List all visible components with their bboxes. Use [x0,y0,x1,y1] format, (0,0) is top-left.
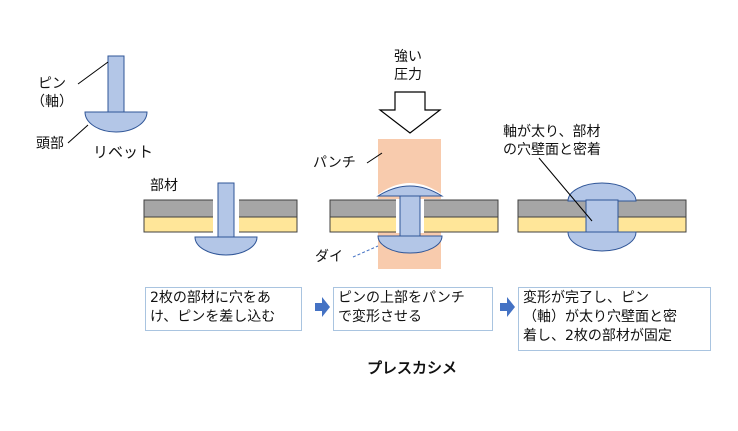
step-3-line-2: （軸）が太り穴壁面と密 [523,309,677,325]
rivet-head [194,236,258,256]
note-leader-line [538,157,593,222]
head-leader-line [67,124,89,144]
step-arrow-2 [500,297,515,317]
step-3-line-3: 着し、2枚の部材が固定 [523,328,672,344]
step-box-2: ピンの上部をパンチ で変形させる [333,287,493,331]
step-1-line-2: け、ピンを差し込む [150,309,276,325]
pin-leader-line [77,61,109,85]
note-line1: 軸が太り、部材 [503,124,601,140]
panel-punch [329,91,499,269]
punch-label: パンチ [313,155,356,171]
step-box-1: 2枚の部材に穴をあ け、ピンを差し込む [145,287,302,331]
rivet-shaft-expanded [585,199,619,234]
panel-insert [143,182,298,256]
panel-complete [517,157,687,252]
diagram-title: プレスカシメ [367,359,458,377]
rivet-lower-dome [567,231,637,252]
rivet-upper-deformed [376,185,444,197]
step-arrow-1 [315,297,330,317]
strong-pressure-line2: 圧力 [394,67,422,83]
rivet-standalone [67,55,148,144]
rivet-shaft [217,182,235,238]
rivet-shaft [399,195,421,237]
step-2-line-1: ピンの上部をパンチ [338,290,465,306]
die-label: ダイ [315,249,343,265]
strong-pressure-line1: 強い [394,49,422,65]
note-line2: の穴壁面と密着 [503,142,601,158]
shaft-label: （軸） [31,94,73,110]
step-2-line-2: で変形させる [338,309,422,325]
step-3-line-1: 変形が完了し、ピン [523,290,649,306]
rivet-shaft [107,55,125,113]
rivet-head [377,235,443,254]
head-label: 頭部 [36,136,64,152]
step-box-3: 変形が完了し、ピン （軸）が太り穴壁面と密 着し、2枚の部材が固定 [518,287,711,351]
die-leader-line [352,245,379,258]
rivet-label: リベット [93,143,154,161]
member-label: 部材 [150,178,178,194]
pin-label: ピン [38,76,66,92]
rivet-head [84,111,148,133]
step-1-line-1: 2枚の部材に穴をあ [150,290,271,306]
punch-leader-line [366,152,383,164]
pressure-arrow [378,91,442,134]
rivet-upper-dome [567,182,637,202]
